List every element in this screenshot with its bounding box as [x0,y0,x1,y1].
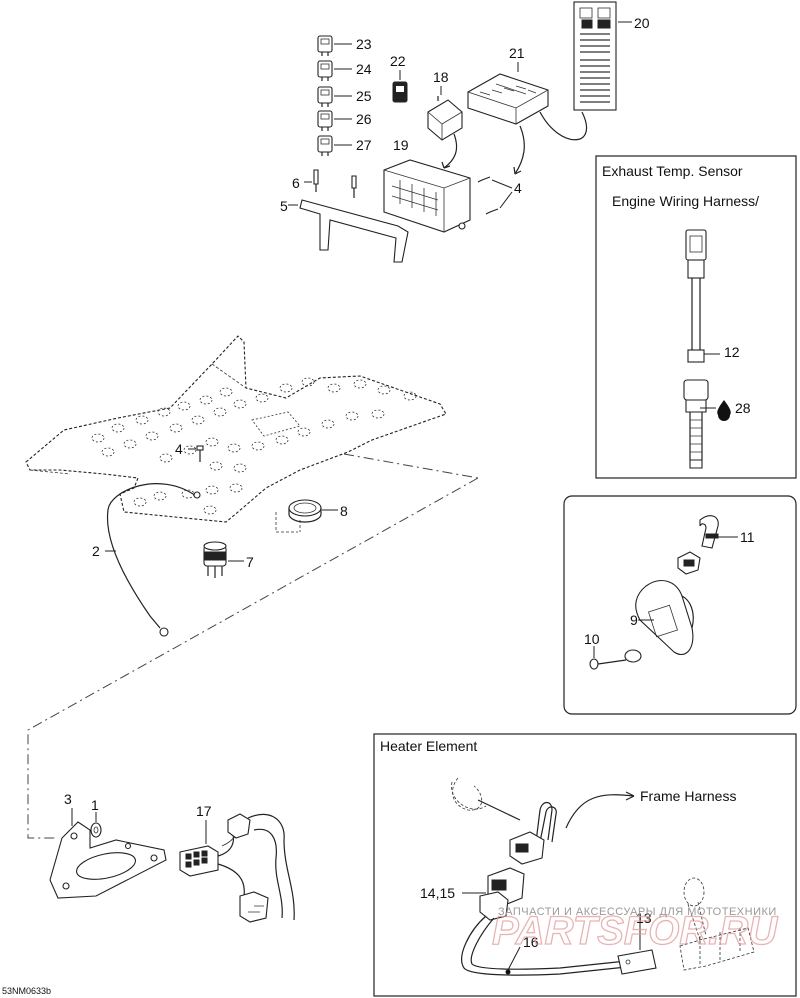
part-18-relay [427,86,463,169]
assembly-line-lower [27,477,479,839]
callout-4-lower: 4 [175,441,183,457]
callout-5: 5 [280,198,288,214]
figure-id: 53NM0633b [2,986,51,996]
callout-10: 10 [584,631,600,647]
callout-9: 9 [630,612,638,628]
part-21-fuse-box-cover [467,62,588,175]
callout-13: 13 [636,910,652,926]
part-17-harness [179,813,295,923]
callout-6: 6 [292,175,300,191]
callout-20: 20 [634,15,650,31]
fuse-27 [317,135,352,156]
watermark-logo: PARTSFOR.RU [492,909,778,953]
part-16-heater-wire [461,915,637,976]
callout-19: 19 [393,137,409,153]
fuse-25 [317,86,352,107]
callout-7: 7 [246,554,254,570]
part-13-heater-pad [617,922,657,975]
part-9-sensor [635,580,694,655]
part-4-screws-upper [477,176,513,215]
exhaust-panel-title: Exhaust Temp. Sensor [602,163,743,179]
callout-3: 3 [64,791,72,807]
support-plate [25,335,447,523]
callout-24: 24 [356,61,372,77]
heater-panel: Heater Element Frame Harness 14,15 [373,733,797,997]
frame-harness-label: Frame Harness [640,788,736,804]
part-2-ground-wire [105,483,201,637]
part-20-fuse-label [573,1,632,111]
callout-17: 17 [196,803,212,819]
callout-23: 23 [356,36,372,52]
callout-27: 27 [356,137,372,153]
part-6-push-rivets [304,169,357,198]
callout-26: 26 [356,111,372,127]
exhaust-sensor-panel: Exhaust Temp. Sensor Engine Wiring Harne… [595,155,797,479]
fuse-24 [317,60,352,81]
part-10-screw [589,646,642,670]
part-12-exhaust-sensor [683,229,720,469]
heater-panel-title: Heater Element [380,738,477,754]
callout-14-15: 14,15 [420,885,455,901]
part-14-15-connector [462,867,525,921]
callout-18: 18 [433,69,449,85]
heater-harness-wires [509,801,557,865]
fuse-stack [317,35,352,156]
part-4-screw-lower [188,445,204,462]
part-11-hose [699,515,738,549]
callout-4-upper: 4 [514,180,522,196]
callout-21: 21 [509,45,525,61]
callout-12: 12 [724,344,740,360]
part-3-bracket [49,808,167,899]
part-7-connector [203,541,244,578]
assembly-line-plate [343,453,479,479]
part-1-washer [90,812,102,838]
fuse-23 [317,35,352,56]
part-8-grommet [275,499,338,533]
sensor-connector [677,551,701,575]
engine-harness-label: Engine Wiring Harness/ [612,193,759,209]
oil-drop-icon [700,400,731,421]
callout-22: 22 [390,53,406,69]
callout-25: 25 [356,88,372,104]
callout-28: 28 [735,400,751,416]
fuse-26 [317,110,352,131]
part-5-bracket [288,199,409,263]
callout-16: 16 [523,934,539,950]
callout-1: 1 [91,797,99,813]
callout-8: 8 [340,503,348,519]
callout-11: 11 [740,529,755,545]
part-22-mini-relay [392,70,408,103]
grip-tie-loop [683,877,707,941]
part-19-fuse-holder [383,159,471,233]
watermark-text: ЗАПЧАСТИ И АКСЕССУАРЫ ДЛЯ МОТОТЕХНИКИ [498,906,777,918]
handlebar-grip [679,927,755,971]
callout-2: 2 [92,543,100,559]
heater-tie-strap [451,777,521,821]
sensor-panel: 11 9 10 [563,495,797,715]
